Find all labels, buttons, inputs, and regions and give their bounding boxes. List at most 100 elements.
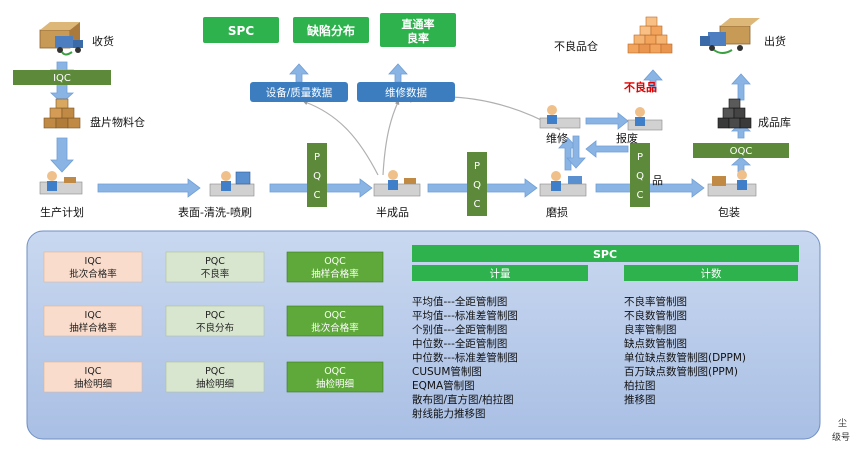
top-box-defect-distribution: 缺陷分布 [293,17,369,43]
equip-quality-data-label: 设备/质量数据 [266,86,333,99]
list-item: 推移图 [624,393,656,406]
equip-quality-data-box: 设备/质量数据 [250,82,348,102]
grind-label: 磨损 [546,205,568,219]
production-plan-label: 生产计划 [40,205,84,219]
production-plan-worker-icon [39,171,83,195]
arrow-up-repairdata [388,63,408,83]
list-item: 单位缺点数管制图(DPPM) [624,351,746,364]
finished-boxes-icon [717,98,752,129]
top-box-defect-label: 缺陷分布 [307,23,355,38]
arrow-scrap-repair [585,140,629,158]
repair-data-label: 维修数据 [385,86,427,99]
pack-label: 包装 [718,206,740,219]
arrow-down-warehouse [50,137,74,173]
arrow-up-defect [643,69,663,91]
defect-warehouse-label: 不良品仓 [554,39,598,53]
arrow-repair-grind [566,135,586,169]
svg-text:OQC: OQC [324,256,346,267]
grind-worker-icon [539,171,587,197]
svg-text:抽检明细: 抽检明细 [74,378,112,390]
defect-label: 不良品 [624,80,657,94]
ship-label: 出货 [764,34,786,48]
repair-label: 维修 [546,131,568,145]
top-box-spc: SPC [203,17,279,43]
svg-text:抽样合格率: 抽样合格率 [311,268,359,280]
list-item: 不良数管制图 [624,309,687,322]
svg-text:IQC: IQC [85,366,102,377]
receive-truck-icon [39,22,83,56]
list-item: 射线能力推移图 [412,407,486,420]
list-item: 柏拉图 [624,379,656,392]
metric-cell-oqc-batch-pass: OQC 批次合格率 [286,305,384,337]
metric-cell-pqc-defect-dist: PQC 不良分布 [165,305,265,337]
pqc-letter: P [637,152,643,163]
count-header-label: 计数 [701,267,722,280]
list-item: 平均值---标准差管制图 [412,309,518,322]
list-item: 散布图/直方图/柏拉图 [412,393,514,406]
metric-grid: IQC 批次合格率 PQC 不良率 OQC 抽样合格率 IQC 抽样合格率 PQ… [43,251,384,393]
top-box-yield-line2: 良率 [407,31,429,45]
arrow-up-equip [289,63,309,83]
semi-product-worker-icon [373,170,421,197]
metric-cell-iqc-sample-pass: IQC 抽样合格率 [43,305,143,337]
corner-text-2: 级号 [832,431,850,443]
metric-cell-iqc-batch-pass: IQC 批次合格率 [43,251,143,283]
material-warehouse-label: 盘片物料仓 [90,115,145,129]
svg-text:抽检明细: 抽检明细 [196,378,234,390]
oqc-bar: OQC [693,143,789,158]
metric-cell-oqc-detail: OQC 抽检明细 [286,361,384,393]
arrow-up-pack [730,156,752,173]
pqc-letter: C [474,199,481,210]
svg-text:IQC: IQC [85,256,102,267]
measure-list: 平均值---全距管制图 平均值---标准差管制图 个别值---全距管制图 中位数… [412,295,518,420]
svg-text:抽检明细: 抽检明细 [316,378,354,390]
list-item: 百万缺点数管制图(PPM) [624,365,738,378]
metric-cell-pqc-detail: PQC 抽检明细 [165,361,265,393]
corner-text-1: 尘 [838,418,847,429]
finished-warehouse-label: 成品库 [758,116,791,129]
semi-product-label: 半成品 [376,205,409,219]
count-header: 计数 [624,265,798,281]
svg-text:PQC: PQC [205,366,225,377]
receive-label: 收货 [92,34,114,48]
list-item: 平均值---全距管制图 [412,295,507,308]
pqc-bar-1: P Q C [307,143,327,207]
list-item: 良率管制图 [624,323,677,336]
repair-worker-icon [539,105,581,129]
pqc-letter: P [314,152,320,163]
svg-text:批次合格率: 批次合格率 [69,268,117,280]
metric-cell-oqc-sample-pass: OQC 抽样合格率 [286,251,384,283]
svg-text:IQC: IQC [85,310,102,321]
repair-data-box: 维修数据 [357,82,455,102]
pqc-bar-2: P Q C [467,152,487,216]
material-boxes-icon [43,98,81,129]
scrap-label: 报废 [616,131,638,145]
pqc-bar-3: P Q C [630,143,650,207]
ship-truck-icon [700,18,760,54]
measure-header: 计量 [412,265,588,281]
list-item: 不良率管制图 [624,295,687,308]
spc-panel-header: SPC [412,245,799,262]
scrap-worker-icon [627,107,663,131]
pqc-letter: P [474,161,480,172]
top-box-spc-label: SPC [228,24,254,38]
metric-cell-pqc-defect-rate: PQC 不良率 [165,251,265,283]
spc-panel-title: SPC [593,248,617,261]
top-box-yield-line1: 直通率 [402,17,435,31]
metric-cell-iqc-detail: IQC 抽检明细 [43,361,143,393]
arrow-up-finished [731,73,751,101]
svg-text:抽样合格率: 抽样合格率 [69,322,117,334]
defect-boxes-icon [627,16,673,54]
arrow-plan-surface [97,178,201,198]
list-item: 缺点数管制图 [624,337,687,350]
surface-worker-icon [209,171,255,197]
list-item: 中位数---标准差管制图 [412,351,518,364]
iqc-bar: IQC [13,70,111,85]
svg-text:OQC: OQC [324,366,346,377]
pqc-letter: C [637,190,644,201]
svg-text:批次合格率: 批次合格率 [311,322,359,334]
feedback-curves [302,96,561,176]
svg-text:不良分布: 不良分布 [196,322,234,334]
svg-text:PQC: PQC [205,310,225,321]
